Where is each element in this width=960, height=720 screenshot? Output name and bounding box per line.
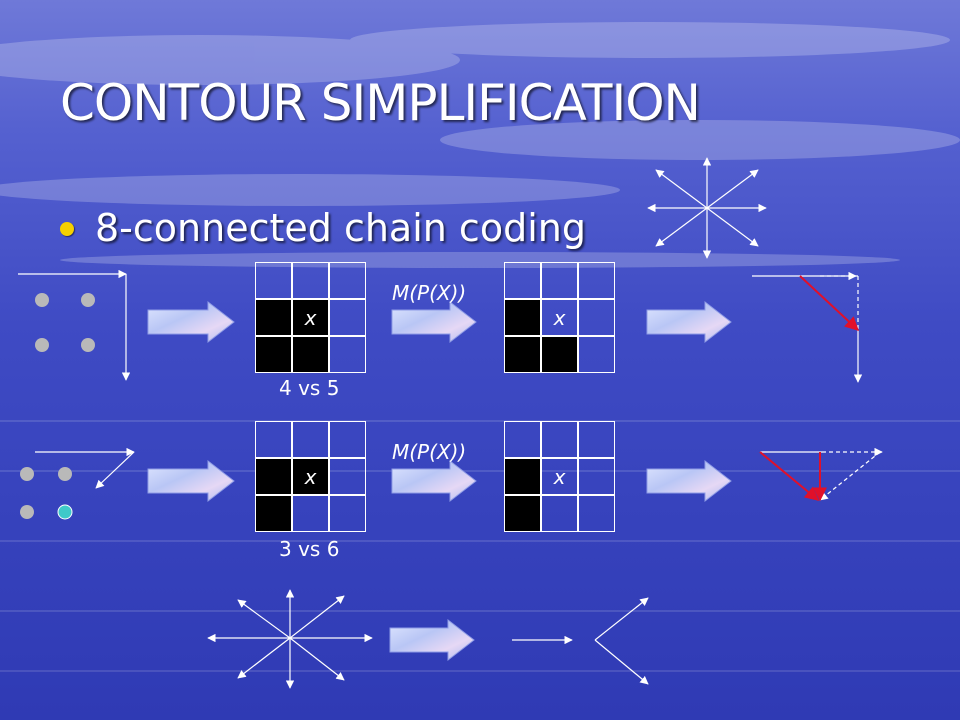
grid-cell-filled xyxy=(541,336,578,373)
block-arrows xyxy=(147,300,732,662)
grid-cell xyxy=(329,336,366,373)
grid-cell xyxy=(329,299,366,336)
grid-cell xyxy=(578,458,615,495)
grid-cell xyxy=(541,495,578,532)
row1-compare-label: 4 vs 5 xyxy=(279,376,340,400)
grid-cell-filled xyxy=(504,458,541,495)
grid-cell-filled xyxy=(255,458,292,495)
grid-cell xyxy=(504,262,541,299)
grid-cell-center: x xyxy=(541,458,578,495)
grid-cell-center: x xyxy=(292,458,329,495)
grid-cell-filled xyxy=(292,336,329,373)
grid-cell-filled xyxy=(504,495,541,532)
row2-pixel-group xyxy=(20,447,135,520)
compass-star-bottom xyxy=(207,589,373,689)
grid-cell xyxy=(255,262,292,299)
row1-grid-after: x xyxy=(504,262,615,373)
row2-mapping-label: M(P(X)) xyxy=(392,440,467,464)
grid-cell-filled xyxy=(255,336,292,373)
grid-cell xyxy=(504,421,541,458)
grid-cell-filled xyxy=(255,299,292,336)
water-reflections xyxy=(0,420,960,672)
grid-cell xyxy=(541,262,578,299)
grid-cell-center: x xyxy=(541,299,578,336)
row1-mapping-label: M(P(X)) xyxy=(392,281,467,305)
grid-cell-filled xyxy=(504,336,541,373)
grid-cell-filled xyxy=(255,495,292,532)
grid-cell xyxy=(578,421,615,458)
grid-cell xyxy=(292,495,329,532)
grid-cell xyxy=(578,262,615,299)
grid-cell xyxy=(255,421,292,458)
grid-cell xyxy=(541,421,578,458)
row2-grid-after: x xyxy=(504,421,615,532)
row2-result-vectors xyxy=(759,447,883,502)
row1-pixel-group xyxy=(18,269,131,381)
row2-compare-label: 3 vs 6 xyxy=(279,537,340,561)
row1-result-vectors xyxy=(752,271,863,383)
grid-cell xyxy=(578,495,615,532)
compass-star-top xyxy=(647,157,767,259)
grid-cell xyxy=(329,262,366,299)
cloud-streaks xyxy=(0,22,960,268)
reduced-directions xyxy=(512,597,649,685)
grid-cell-filled xyxy=(504,299,541,336)
row2-grid-before: x xyxy=(255,421,366,532)
bullet-dot-icon xyxy=(60,222,74,236)
grid-cell xyxy=(329,421,366,458)
grid-cell-center: x xyxy=(292,299,329,336)
row1-grid-before: x xyxy=(255,262,366,373)
grid-cell xyxy=(329,495,366,532)
bullet-text: 8-connected chain coding xyxy=(95,206,586,250)
grid-cell xyxy=(578,299,615,336)
grid-cell xyxy=(578,336,615,373)
slide-title: CONTOUR SIMPLIFICATION xyxy=(60,74,701,132)
grid-cell xyxy=(292,421,329,458)
grid-cell xyxy=(292,262,329,299)
grid-cell xyxy=(329,458,366,495)
